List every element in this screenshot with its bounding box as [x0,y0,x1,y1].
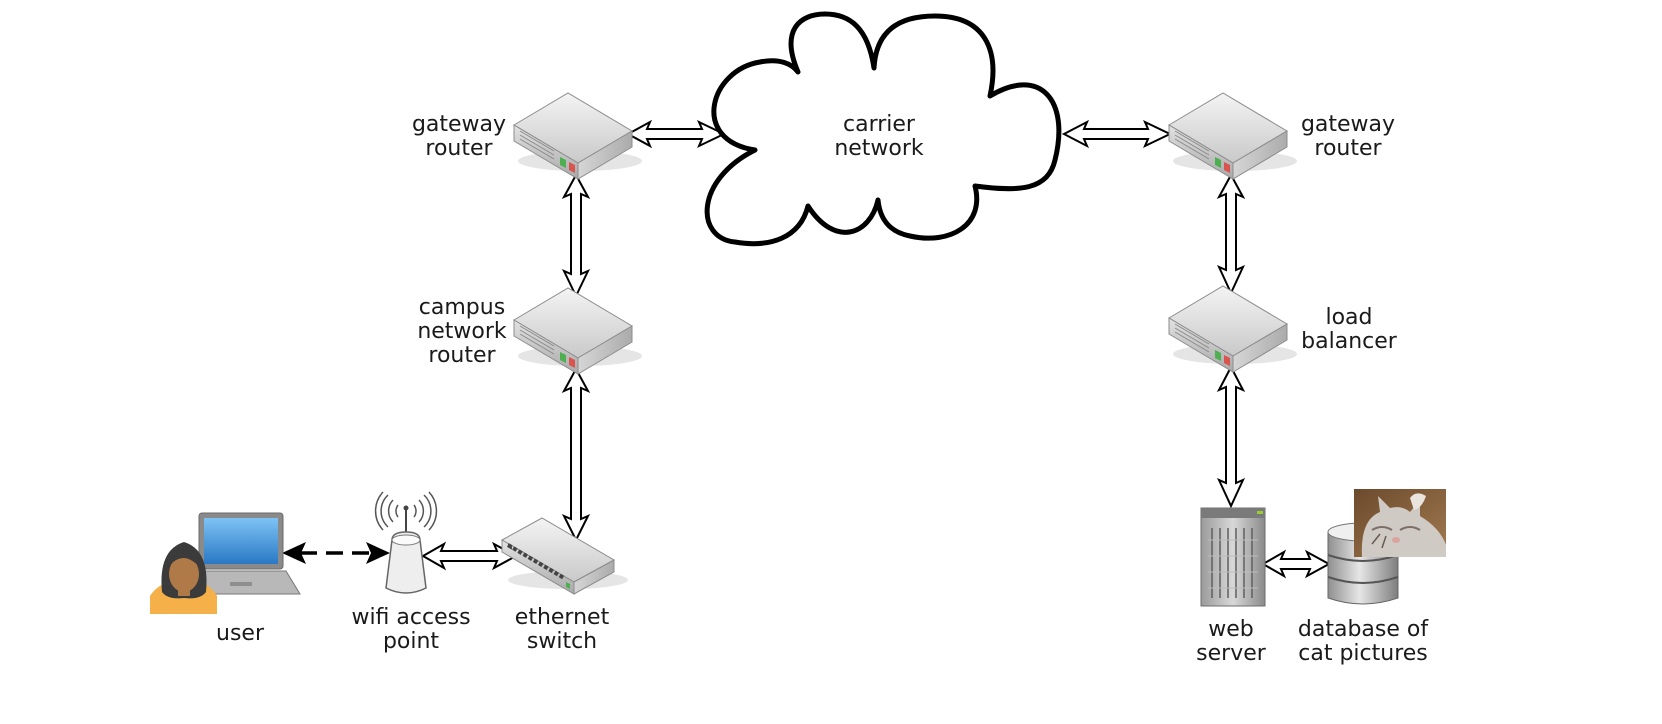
load-balancer-label-line2: balancer [1301,329,1398,354]
web-server-label-line1: web [1208,617,1254,642]
ethernet-switch-label-line1: ethernet [515,605,610,630]
link-user-wifi [282,542,390,564]
link-carrier-gateway-right [1061,119,1173,149]
campus-router-label-line1: campus [419,295,505,320]
gateway-router-right-label-line1: gateway [1301,112,1395,137]
gateway-router-left-label-line1: gateway [412,112,506,137]
link-web-server-database [1260,549,1332,579]
web-server-label-line2: server [1196,641,1267,666]
carrier-network-label-line1: carrier [843,112,916,137]
gateway-router-right: gateway router [1168,92,1395,180]
database: database of cat pictures [1298,489,1446,666]
campus-router-label-line2: network [417,319,507,344]
user: user [150,512,301,646]
wifi-access-point: wifi access point [351,491,471,654]
database-label-line1: database of [1298,617,1429,642]
link-switch-campus-router [561,366,591,543]
link-campus-router-gateway-left [561,172,591,299]
campus-network-router: campus network router [417,287,643,375]
load-balancer: load balancer [1168,285,1398,373]
ethernet-switch-label-line2: switch [527,629,597,654]
link-gateway-left-carrier [625,119,727,149]
person-icon [150,542,217,614]
user-label: user [216,621,265,646]
gateway-router-right-label-line2: router [1314,136,1382,161]
load-balancer-label-line1: load [1325,305,1372,330]
server-tower-icon [1200,507,1266,607]
cat-photo-icon [1354,489,1446,557]
campus-router-label-line3: router [428,343,496,368]
gateway-router-left-label-line2: router [425,136,493,161]
wifi-label-line2: point [383,629,439,654]
laptop-icon [181,512,301,595]
wifi-label-line1: wifi access [351,605,470,630]
carrier-network-label-line2: network [834,136,924,161]
carrier-network-cloud: carrier network [704,11,1062,247]
gateway-router-left: gateway router [412,92,643,180]
database-label-line2: cat pictures [1298,641,1428,666]
wifi-signal-icon [374,491,438,531]
ethernet-switch: ethernet switch [500,516,630,654]
web-server: web server [1196,507,1267,666]
link-load-balancer-web-server [1216,364,1246,509]
link-gateway-right-load-balancer [1216,172,1246,296]
